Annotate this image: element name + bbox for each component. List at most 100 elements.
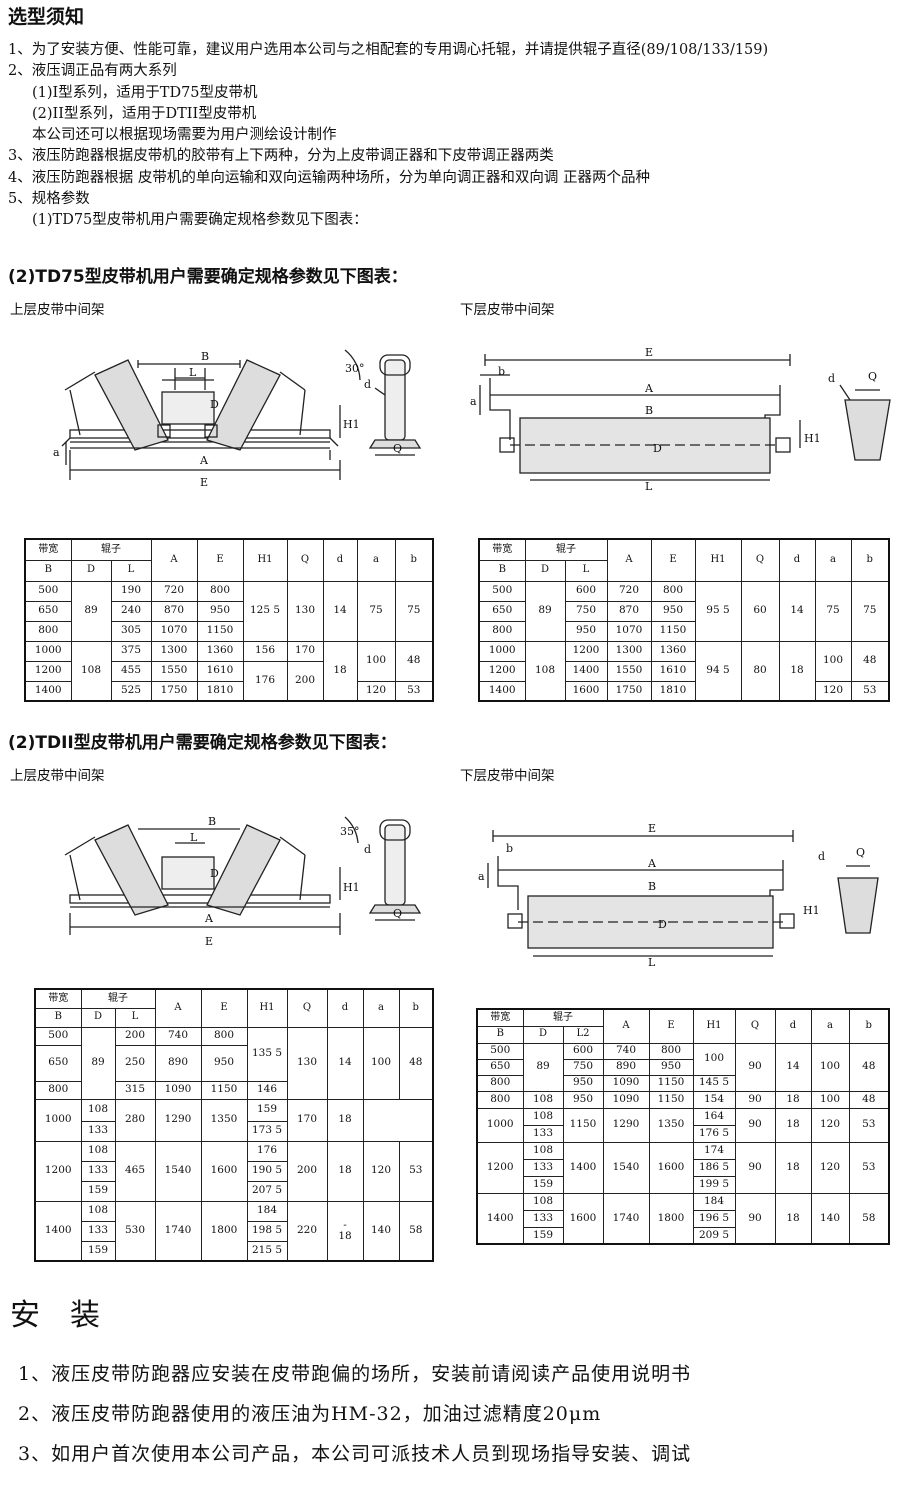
cell: 174 xyxy=(692,1141,736,1160)
cell: 1090 xyxy=(154,1080,202,1100)
hdr-H1: H1 xyxy=(692,1008,736,1044)
cell-empty xyxy=(362,1098,434,1142)
cell: 190 xyxy=(110,580,152,602)
note-2: 2、液压调正品有两大系列 xyxy=(8,63,177,80)
cell: 1000 xyxy=(34,1098,82,1142)
hdr-B: B xyxy=(476,1025,524,1044)
hdr-roller: 辊子 xyxy=(522,1008,604,1027)
cell: 1150 xyxy=(196,620,244,642)
cell: 48 xyxy=(848,1042,890,1092)
cell: 120 xyxy=(810,1141,850,1194)
cell: 95 5 xyxy=(694,580,742,642)
cell: 215 5 xyxy=(246,1240,288,1262)
cell: 14 xyxy=(778,580,816,642)
dim-A: A xyxy=(199,454,209,467)
dim-E: E xyxy=(200,476,208,489)
cell: 146 xyxy=(246,1080,288,1100)
cell: 1300 xyxy=(606,640,652,662)
cell: 1070 xyxy=(606,620,652,642)
cell: 1600 xyxy=(648,1141,694,1194)
cell: 800 xyxy=(648,1042,694,1060)
dim-D: D xyxy=(658,918,667,931)
cell: 950 xyxy=(200,1044,248,1082)
cell: 18 xyxy=(774,1192,812,1245)
dim-L: L xyxy=(648,956,656,969)
hdr-D: D xyxy=(524,559,566,582)
hdr-L: L xyxy=(114,1007,156,1028)
dim-H1: H1 xyxy=(803,904,820,917)
cell: 1000 xyxy=(476,1107,524,1143)
hdr-B: B xyxy=(34,1007,82,1028)
cell: 1400 xyxy=(478,680,526,702)
dim-a: a xyxy=(53,446,60,459)
cell: 950 xyxy=(562,1074,604,1092)
dtii-upper-idler-diagram: B L D A E H1 35° d Q xyxy=(64,815,422,948)
note-2-3: 本公司还可以根据现场需要为用户测绘设计制作 xyxy=(32,127,337,144)
cell: 750 xyxy=(564,600,608,622)
install-item-1: 1、液压皮带防跑器应安装在皮带跑偏的场所，安装前请阅读产品使用说明书 xyxy=(18,1363,692,1385)
cell: 1750 xyxy=(150,680,198,702)
cell: 53 xyxy=(848,1141,890,1194)
cell: 1400 xyxy=(476,1192,524,1245)
cell: 108 xyxy=(522,1192,564,1211)
cell: 190 5 xyxy=(246,1160,288,1182)
cell: 145 5 xyxy=(692,1074,736,1092)
td75-lower-spec-table: 带宽 辊子 A E H1 Q d a b B D L 500 89 600 72… xyxy=(478,538,890,702)
cell: 170 xyxy=(286,1098,328,1142)
dim-E: E xyxy=(205,935,213,948)
dtii-upper-spec-table: 带宽 辊子 A E H1 Q d a b B D L 500 89 200 74… xyxy=(34,988,434,1262)
dim-D: D xyxy=(210,398,219,411)
cell: 800 xyxy=(478,620,526,642)
dim-A: A xyxy=(644,382,654,395)
dim-Q: Q xyxy=(868,370,877,383)
hdr-E: E xyxy=(200,988,248,1028)
hdr-a: a xyxy=(810,1008,850,1044)
dim-H1: H1 xyxy=(343,881,360,894)
note-2-1: (1)I型系列，适用于TD75型皮带机 xyxy=(32,84,258,101)
cell: 100 xyxy=(810,1042,850,1092)
cell: 209 5 xyxy=(692,1226,736,1245)
cell: 90 xyxy=(734,1042,776,1092)
cell: 135 5 xyxy=(246,1026,288,1082)
cell: 455 xyxy=(110,660,152,682)
hdr-d: d xyxy=(778,538,816,582)
hdr-E: E xyxy=(650,538,696,582)
cell: 1540 xyxy=(602,1141,650,1194)
cell: 176 xyxy=(246,1140,288,1162)
cell: 950 xyxy=(650,600,696,622)
cell: 200 xyxy=(114,1026,156,1046)
dim-B: B xyxy=(648,880,656,893)
cell: 156 xyxy=(242,640,288,662)
cell: 250 xyxy=(114,1044,156,1082)
hdr-Q: Q xyxy=(734,1008,776,1044)
cell: 1800 xyxy=(648,1192,694,1245)
cell: 1600 xyxy=(562,1192,604,1245)
cell: 159 xyxy=(246,1098,288,1122)
cell: 1200 xyxy=(34,1140,82,1202)
dim-angle: 35° xyxy=(340,825,360,838)
install-notes: 1、液压皮带防跑器应安装在皮带跑偏的场所，安装前请阅读产品使用说明书 2、液压皮… xyxy=(18,1354,898,1474)
cell: 650 xyxy=(24,600,72,622)
cell: 1150 xyxy=(648,1090,694,1109)
cell: 199 5 xyxy=(692,1175,736,1194)
cell: 800 xyxy=(200,1026,248,1046)
cell: 48 xyxy=(848,1090,890,1109)
dash-mark: - xyxy=(343,1218,347,1231)
cell: 315 xyxy=(114,1080,156,1100)
note-5-1: (1)TD75型皮带机用户需要确定规格参数见下图表： xyxy=(32,212,368,229)
cell: 1400 xyxy=(24,680,72,702)
cell: 90 xyxy=(734,1107,776,1143)
dim-Q: Q xyxy=(856,846,865,859)
dim-angle: 30° xyxy=(345,362,365,375)
cell: 1800 xyxy=(200,1200,248,1262)
hdr-Q: Q xyxy=(740,538,780,582)
cell: 220 xyxy=(286,1200,328,1262)
cell: 48 xyxy=(394,640,434,682)
dim-D: D xyxy=(210,867,219,880)
cell: 90 xyxy=(734,1090,776,1109)
cell: 53 xyxy=(398,1140,434,1202)
cell: 1000 xyxy=(478,640,526,662)
cell: 500 xyxy=(34,1026,82,1046)
cell: 1150 xyxy=(648,1074,694,1092)
cell: 173 5 xyxy=(246,1120,288,1142)
